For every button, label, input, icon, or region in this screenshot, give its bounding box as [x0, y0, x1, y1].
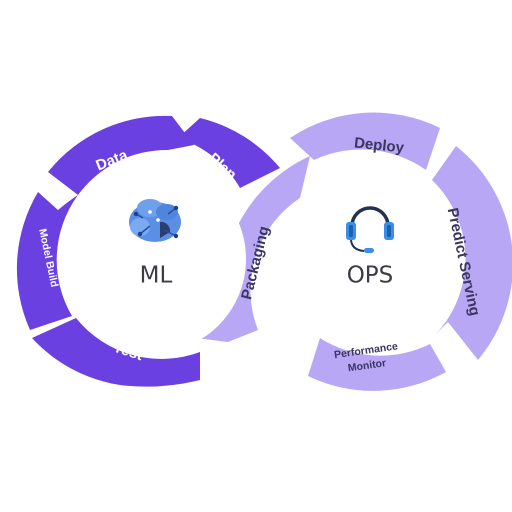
- ml-segment-model-build: [16, 192, 78, 330]
- ops-segment-deploy: [290, 112, 440, 170]
- ml-segment-test: [32, 318, 200, 387]
- ops-segment-performance-monitor: [308, 338, 446, 391]
- ml-segment-data: [48, 115, 194, 195]
- ops-center-label: OPS: [347, 263, 394, 289]
- ops-center: [277, 165, 465, 353]
- ops-segment-predict-serving: [432, 146, 512, 360]
- brain-network-icon: [129, 199, 181, 242]
- headset-icon: [346, 206, 394, 253]
- ops-label-monitor: Monitor: [347, 357, 387, 374]
- ops-label-deploy: Deploy: [353, 134, 405, 156]
- ml-segment-plan: [178, 118, 280, 188]
- ml-center-label: ML: [140, 263, 173, 289]
- ml-ring: [16, 115, 280, 387]
- ml-center: [58, 165, 246, 353]
